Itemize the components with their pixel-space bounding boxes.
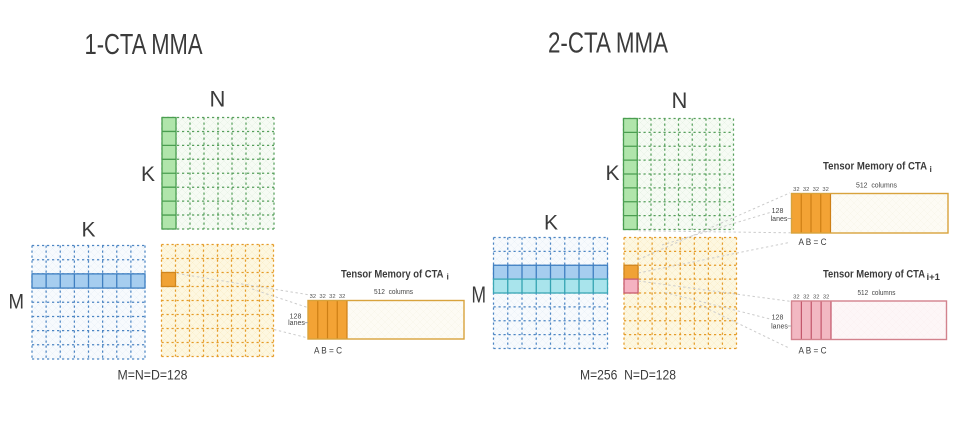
svg-text:Tensor Memory of CTA: Tensor Memory of CTA (823, 268, 925, 280)
svg-text:N: N (210, 87, 226, 112)
svg-text:A B = C: A B = C (314, 346, 342, 357)
svg-text:32: 32 (822, 187, 828, 193)
svg-text:A B = C: A B = C (799, 237, 827, 248)
svg-text:512 columns: 512 columns (858, 288, 896, 297)
svg-text:32: 32 (813, 187, 819, 193)
svg-text:32: 32 (803, 295, 809, 301)
svg-text:512 columns: 512 columns (374, 287, 413, 296)
svg-text:M: M (9, 291, 25, 314)
svg-text:1-CTA MMA: 1-CTA MMA (85, 29, 203, 61)
svg-text:K: K (141, 163, 155, 186)
svg-text:lanes: lanes (771, 324, 788, 331)
svg-text:M=256 N=D=128: M=256 N=D=128 (580, 368, 676, 383)
svg-text:32: 32 (339, 294, 345, 300)
svg-text:2-CTA MMA: 2-CTA MMA (548, 28, 669, 60)
svg-text:512 columns: 512 columns (856, 180, 897, 189)
svg-text:Tensor Memory of CTA: Tensor Memory of CTA (823, 161, 927, 173)
svg-text:32: 32 (310, 294, 316, 300)
svg-text:32: 32 (329, 294, 335, 300)
svg-text:N: N (672, 88, 688, 113)
svg-text:128: 128 (772, 315, 784, 322)
svg-text:32: 32 (803, 187, 809, 193)
svg-text:M: M (472, 282, 487, 308)
svg-text:lanes: lanes (771, 216, 788, 223)
svg-text:K: K (606, 162, 620, 185)
svg-text:K: K (544, 212, 558, 235)
svg-text:i: i (930, 164, 932, 174)
svg-text:i: i (447, 272, 449, 282)
svg-text:A B = C: A B = C (799, 345, 827, 356)
svg-text:128: 128 (772, 208, 784, 215)
svg-text:lanes: lanes (288, 320, 305, 327)
svg-text:32: 32 (823, 295, 829, 301)
svg-text:Tensor Memory of CTA: Tensor Memory of CTA (341, 268, 444, 280)
svg-text:32: 32 (793, 187, 799, 193)
svg-text:K: K (82, 219, 96, 242)
svg-text:128: 128 (290, 313, 302, 320)
svg-text:32: 32 (793, 295, 799, 301)
svg-text:i+1: i+1 (927, 272, 941, 283)
svg-text:32: 32 (319, 294, 325, 300)
svg-text:32: 32 (813, 295, 819, 301)
svg-text:M=N=D=128: M=N=D=128 (118, 368, 188, 383)
